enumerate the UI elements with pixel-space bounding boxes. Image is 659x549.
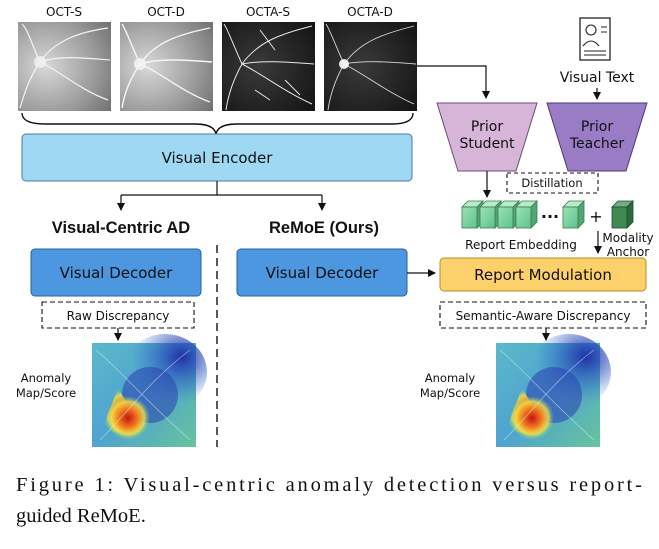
prior-teacher-line1: Prior bbox=[581, 119, 613, 135]
prior-student-box bbox=[436, 102, 538, 172]
prior-teacher-box bbox=[546, 102, 648, 172]
encoder-split-arrows bbox=[121, 181, 322, 196]
visual-text-label: Visual Text bbox=[560, 70, 635, 86]
left-map-label-line2: Map/Score bbox=[16, 386, 76, 400]
report-modulation-box bbox=[439, 257, 647, 292]
label-octa-d: OCTA-D bbox=[347, 5, 393, 19]
right-visual-decoder-label: Visual Decoder bbox=[266, 264, 380, 282]
arrow-octa-to-student bbox=[417, 65, 490, 99]
modality-anchor-line1: Modality bbox=[602, 231, 653, 245]
embedding-cube bbox=[515, 200, 538, 229]
retina-image-octa-d bbox=[324, 22, 417, 111]
embedding-cube bbox=[562, 200, 585, 229]
left-visual-decoder-label: Visual Decoder bbox=[60, 264, 174, 282]
modality-anchor-line2: Anchor bbox=[607, 245, 649, 259]
caption-line1: Figure 1: Visual-centric anomaly detecti… bbox=[16, 474, 642, 496]
left-branch-title: Visual-Centric AD bbox=[52, 219, 191, 237]
semantic-discrepancy-box bbox=[439, 301, 647, 329]
embedding-cube bbox=[461, 200, 484, 229]
label-oct-s: OCT-S bbox=[46, 5, 82, 19]
distillation-label: Distillation bbox=[521, 176, 582, 190]
prior-student-line2: Student bbox=[459, 136, 515, 152]
raw-discrepancy-label: Raw Discrepancy bbox=[67, 309, 170, 323]
visual-encoder-label: Visual Encoder bbox=[162, 149, 274, 167]
right-map-label-line1: Anomaly bbox=[425, 371, 476, 385]
embedding-cube bbox=[497, 200, 520, 229]
modality-anchor-cube bbox=[611, 200, 634, 229]
label-octa-s: OCTA-S bbox=[246, 5, 290, 19]
embedding-plus: + bbox=[589, 207, 602, 226]
retina-image-oct-d bbox=[120, 22, 213, 111]
semantic-discrepancy-label: Semantic-Aware Discrepancy bbox=[456, 309, 631, 323]
embedding-ellipsis: ··· bbox=[541, 207, 559, 226]
left-map-label-line1: Anomaly bbox=[21, 371, 72, 385]
left-anomaly-heatmap bbox=[92, 334, 207, 447]
document-icon bbox=[579, 17, 611, 61]
right-anomaly-heatmap bbox=[496, 334, 611, 447]
retina-image-octa-s bbox=[222, 22, 315, 111]
right-map-label-line2: Map/Score bbox=[420, 386, 480, 400]
right-branch-title: ReMoE (Ours) bbox=[269, 219, 379, 237]
images-brace bbox=[21, 112, 414, 135]
caption-line2: guided ReMoE. bbox=[16, 505, 146, 527]
prior-student-line1: Prior bbox=[471, 119, 503, 135]
retina-image-oct-s bbox=[18, 22, 111, 111]
report-embedding-cubes bbox=[461, 200, 585, 229]
distillation-box bbox=[506, 172, 599, 194]
label-oct-d: OCT-D bbox=[147, 5, 185, 19]
prior-teacher-line2: Teacher bbox=[569, 136, 625, 152]
left-visual-decoder-box bbox=[30, 248, 202, 297]
report-modulation-label: Report Modulation bbox=[474, 266, 612, 284]
raw-discrepancy-box bbox=[41, 301, 195, 329]
report-embedding-label: Report Embedding bbox=[465, 238, 577, 252]
